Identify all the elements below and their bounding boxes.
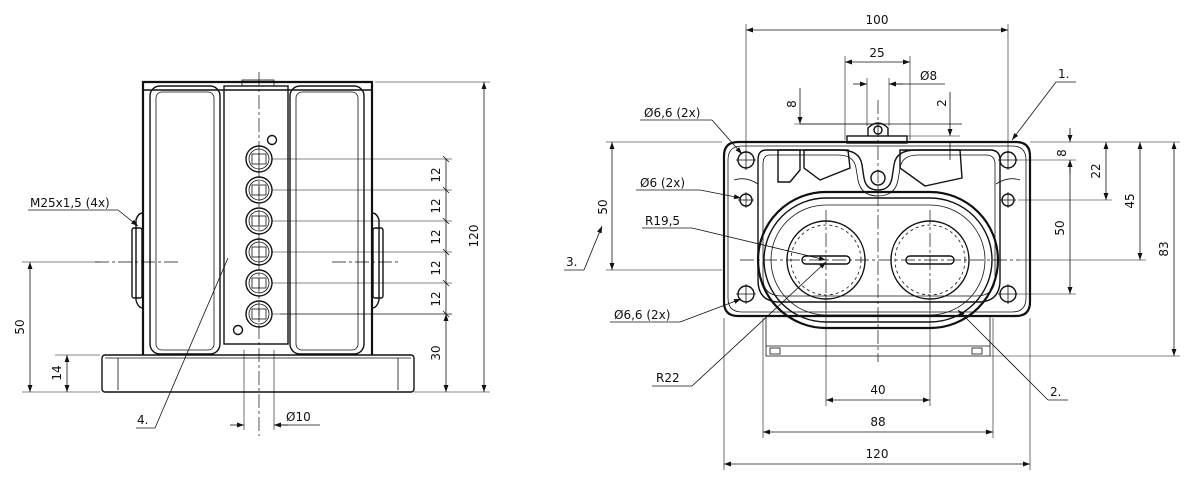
radius-22-callout: R22: [656, 371, 680, 385]
side-housing: [141, 79, 374, 355]
dim-22-label: 22: [1089, 163, 1103, 178]
dim-8-right-label: 8: [1055, 149, 1069, 157]
dim-120-label: 120: [467, 225, 481, 248]
dim-2-label: 2: [935, 99, 949, 107]
pitch-label: 12: [429, 198, 443, 213]
dim-50-right-label: 50: [1053, 220, 1067, 235]
dim-50-left-label: 50: [13, 319, 27, 334]
hole-mid-callout: Ø6 (2x): [640, 176, 685, 190]
pitch-label: 12: [429, 260, 443, 275]
side-view: Ø10 M25x1,5 (4x) 4. 50 14 120 30 1212121…: [13, 72, 490, 436]
dim-30-label: 30: [429, 345, 443, 360]
dim-88-label: 88: [870, 415, 885, 429]
dia-8-label: Ø8: [920, 69, 937, 83]
indicator-led: [245, 176, 452, 204]
indicator-led-stack: [245, 145, 452, 328]
dim-50-left-view-label: 50: [596, 199, 610, 214]
hole-top-callout: Ø6,6 (2x): [644, 106, 700, 120]
balloon-4: 4.: [137, 413, 148, 427]
side-cable-glands: [131, 212, 384, 309]
pitch-tick: [442, 248, 450, 256]
dim-45-label: 45: [1123, 193, 1137, 208]
pitch-label: 12: [429, 229, 443, 244]
balloon-3: 3.: [566, 255, 577, 269]
pitch-tick: [442, 310, 450, 318]
pitch-label: 12: [429, 291, 443, 306]
mounting-holes: [733, 150, 1021, 304]
indicator-led: [245, 207, 452, 235]
side-base-plate: [101, 354, 415, 393]
pitch-dimension-ladder: 12 12 12 12 12: [429, 155, 450, 318]
diameter-10-label: Ø10: [286, 410, 311, 424]
dim-14-label: 14: [50, 365, 64, 380]
dim-120-bottom-label: 120: [866, 447, 889, 461]
dim-25-label: 25: [869, 46, 884, 60]
top-view: 100 25 Ø8 8 2 Ø6,6 (2x) Ø6 (2x) R19,5 Ø6…: [564, 13, 1180, 470]
indicator-column: [232, 134, 278, 336]
dim-8-top-label: 8: [785, 100, 799, 108]
indicator-led: [245, 269, 452, 297]
indicator-led: [245, 238, 452, 266]
pitch-tick: [442, 186, 450, 194]
indicator-led: [245, 145, 452, 173]
dim-100-label: 100: [866, 13, 889, 27]
balloon-1: 1.: [1058, 67, 1069, 81]
pitch-tick: [442, 155, 450, 163]
hole-bottom-callout: Ø6,6 (2x): [614, 308, 670, 322]
pitch-tick: [442, 279, 450, 287]
dim-40-label: 40: [870, 383, 885, 397]
pitch-tick: [442, 217, 450, 225]
radius-19-5-callout: R19,5: [645, 214, 680, 228]
pitch-label: 12: [429, 167, 443, 182]
top-flange-outline: [722, 140, 1032, 318]
thread-callout-label: M25x1,5 (4x): [30, 196, 110, 210]
balloon-2: 2.: [1050, 385, 1061, 399]
dim-83-label: 83: [1157, 241, 1171, 256]
